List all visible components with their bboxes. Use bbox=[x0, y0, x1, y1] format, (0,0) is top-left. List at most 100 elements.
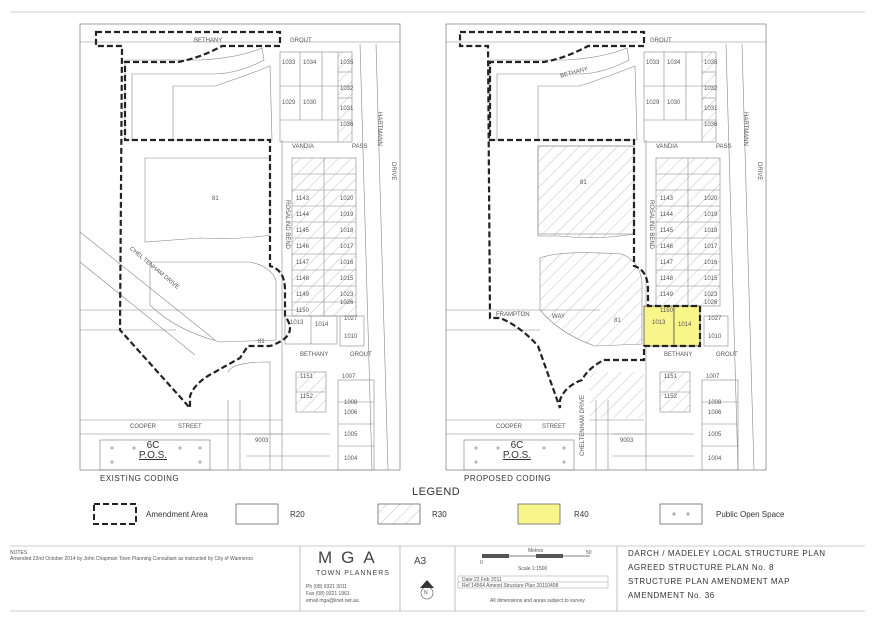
lot-label-left-1020: 1020 bbox=[340, 196, 354, 202]
lot-label-right-1008: 1008 bbox=[708, 400, 722, 406]
lot-label-right-1034: 1034 bbox=[667, 60, 681, 66]
scale-end: 50 bbox=[586, 550, 592, 556]
lot-label-left-1148: 1148 bbox=[296, 276, 309, 282]
label-rosalind-right: ROSALIND BEND bbox=[648, 200, 654, 250]
label-bethany-left: BETHANY bbox=[194, 38, 223, 44]
lot-label-left-1149: 1149 bbox=[296, 292, 309, 298]
legend-label-pos: Public Open Space bbox=[716, 510, 785, 519]
sheet-disclaimer: All dimensions and areas subject to surv… bbox=[490, 598, 585, 604]
lot-label-right-1036: 1036 bbox=[704, 122, 718, 128]
sheet-ref: Ref 14564 Amend Structure Plan 20110408 bbox=[462, 583, 559, 589]
label-pos-right: P.O.S. bbox=[502, 450, 532, 461]
existing-coding-caption: EXISTING CODING bbox=[100, 474, 180, 483]
label-lot-1013-right: 1013 bbox=[652, 320, 666, 326]
label-pos-code-right: 6C bbox=[510, 440, 524, 451]
lot-label-left-1023: 1023 bbox=[340, 292, 354, 298]
label-pos-code-left: 6C bbox=[146, 440, 160, 451]
lot-label-left-1006: 1006 bbox=[344, 410, 358, 416]
firm-subtitle: TOWN PLANNERS bbox=[316, 570, 390, 577]
legend-swatch-r30 bbox=[377, 503, 421, 525]
legend-label-r40: R40 bbox=[574, 510, 589, 519]
lot-label-right-1149: 1149 bbox=[660, 292, 673, 298]
label-cooper-right: COOPER bbox=[496, 424, 523, 430]
lot-label-left-1029: 1029 bbox=[282, 100, 296, 106]
scale-metres-label: Metres bbox=[528, 548, 544, 554]
label-street-left: STREET bbox=[178, 424, 202, 430]
lot-label-right-1030: 1030 bbox=[667, 100, 681, 106]
lot-label-left-1019: 1019 bbox=[340, 212, 354, 218]
legend-label-r30: R30 bbox=[432, 510, 447, 519]
label-lot-1014-right: 1014 bbox=[678, 322, 692, 328]
label-lot-1013-left: 1013 bbox=[290, 320, 304, 326]
lot-label-right-1026: 1026 bbox=[704, 300, 718, 306]
label-lot-1014-left: 1014 bbox=[315, 322, 329, 328]
legend-swatch-pos bbox=[659, 503, 703, 525]
label-pos-left: P.O.S. bbox=[138, 450, 168, 461]
lot-label-left-1035: 1035 bbox=[340, 60, 354, 66]
lot-label-left-1152: 1152 bbox=[300, 394, 313, 400]
lot-label-left-1033: 1033 bbox=[282, 60, 296, 66]
label-grout2-right: GROUT bbox=[716, 352, 738, 358]
lot-label-left-1145: 1145 bbox=[296, 228, 309, 234]
lot-label-right-1146: 1146 bbox=[660, 244, 673, 250]
title-line-4: AMENDMENT No. 36 bbox=[628, 591, 715, 600]
title-line-1: DARCH / MADELEY LOCAL STRUCTURE PLAN bbox=[628, 549, 826, 558]
label-drive-right: DRIVE bbox=[756, 162, 762, 181]
lot-label-right-1019: 1019 bbox=[704, 212, 718, 218]
lot-label-left-1146: 1146 bbox=[296, 244, 309, 250]
label-vandia-left: VANDIA bbox=[292, 144, 314, 150]
lot-label-left-1005: 1005 bbox=[344, 432, 358, 438]
lot-label-left-1032: 1032 bbox=[340, 86, 354, 92]
lot-label-right-1029: 1029 bbox=[646, 100, 660, 106]
lot-label-left-1010: 1010 bbox=[344, 334, 358, 340]
lot-label-left-1008: 1008 bbox=[344, 400, 358, 406]
lot-label-right-1010: 1010 bbox=[708, 334, 722, 340]
lot-label-right-1145: 1145 bbox=[660, 228, 673, 234]
notes-title: NOTES bbox=[10, 550, 28, 556]
label-hartmann-right: HARTMANN bbox=[742, 112, 748, 146]
scale-start: 0 bbox=[480, 560, 483, 566]
label-cooper-left: COOPER bbox=[130, 424, 157, 430]
lot-label-right-1017: 1017 bbox=[704, 244, 718, 250]
north-label: N bbox=[424, 590, 428, 596]
label-lot-81-right: 81 bbox=[580, 180, 587, 186]
existing-amendment-boundary bbox=[94, 30, 292, 411]
label-hartmann-left: HARTMANN bbox=[376, 112, 382, 146]
lot-label-left-1015: 1015 bbox=[340, 276, 354, 282]
scale-ratio: Scale 1:1500 bbox=[518, 566, 548, 572]
lot-label-left-1150: 1150 bbox=[296, 308, 309, 314]
proposed-coding-map bbox=[445, 23, 767, 471]
lot-label-right-1150: 1150 bbox=[660, 308, 673, 314]
lot-label-right-1004: 1004 bbox=[708, 456, 722, 462]
existing-coding-map bbox=[79, 23, 401, 471]
label-lot-81-left: 81 bbox=[212, 196, 219, 202]
label-lot-9003-left: 9003 bbox=[255, 438, 269, 444]
north-arrow-icon bbox=[420, 580, 434, 588]
legend-swatch-r20 bbox=[235, 503, 279, 525]
lot-label-left-1004: 1004 bbox=[344, 456, 358, 462]
label-rosalind-left: ROSALIND BEND bbox=[284, 200, 290, 250]
firm-logo-text: MGA bbox=[318, 548, 384, 567]
legend-title: LEGEND bbox=[412, 486, 461, 498]
title-line-2: AGREED STRUCTURE PLAN No. 8 bbox=[628, 563, 775, 572]
lot-label-left-1018: 1018 bbox=[340, 228, 354, 234]
lot-label-right-1033: 1033 bbox=[646, 60, 660, 66]
lot-label-right-1143: 1143 bbox=[660, 196, 673, 202]
lot-label-left-1007: 1007 bbox=[342, 374, 356, 380]
label-vandia-right: VANDIA bbox=[656, 144, 678, 150]
lot-label-right-1151: 1151 bbox=[664, 374, 677, 380]
lot-label-left-1147: 1147 bbox=[296, 260, 309, 266]
lot-label-left-1031: 1031 bbox=[340, 106, 354, 112]
lot-label-left-1151: 1151 bbox=[300, 374, 313, 380]
legend-label-r20: R20 bbox=[290, 510, 305, 519]
label-grout2-left: GROUT bbox=[350, 352, 372, 358]
lot-label-left-1027: 1027 bbox=[344, 316, 358, 322]
lot-label-right-1005: 1005 bbox=[708, 432, 722, 438]
label-grout-left: GROUT bbox=[290, 38, 312, 44]
lot-label-right-1031: 1031 bbox=[704, 106, 718, 112]
lot-label-right-1023: 1023 bbox=[704, 292, 718, 298]
lot-label-right-1007: 1007 bbox=[706, 374, 720, 380]
label-frampton-right: FRAMPTON bbox=[496, 312, 530, 318]
firm-email: email mga@iinet.net.au bbox=[306, 598, 359, 604]
label-street-right: STREET bbox=[542, 424, 566, 430]
